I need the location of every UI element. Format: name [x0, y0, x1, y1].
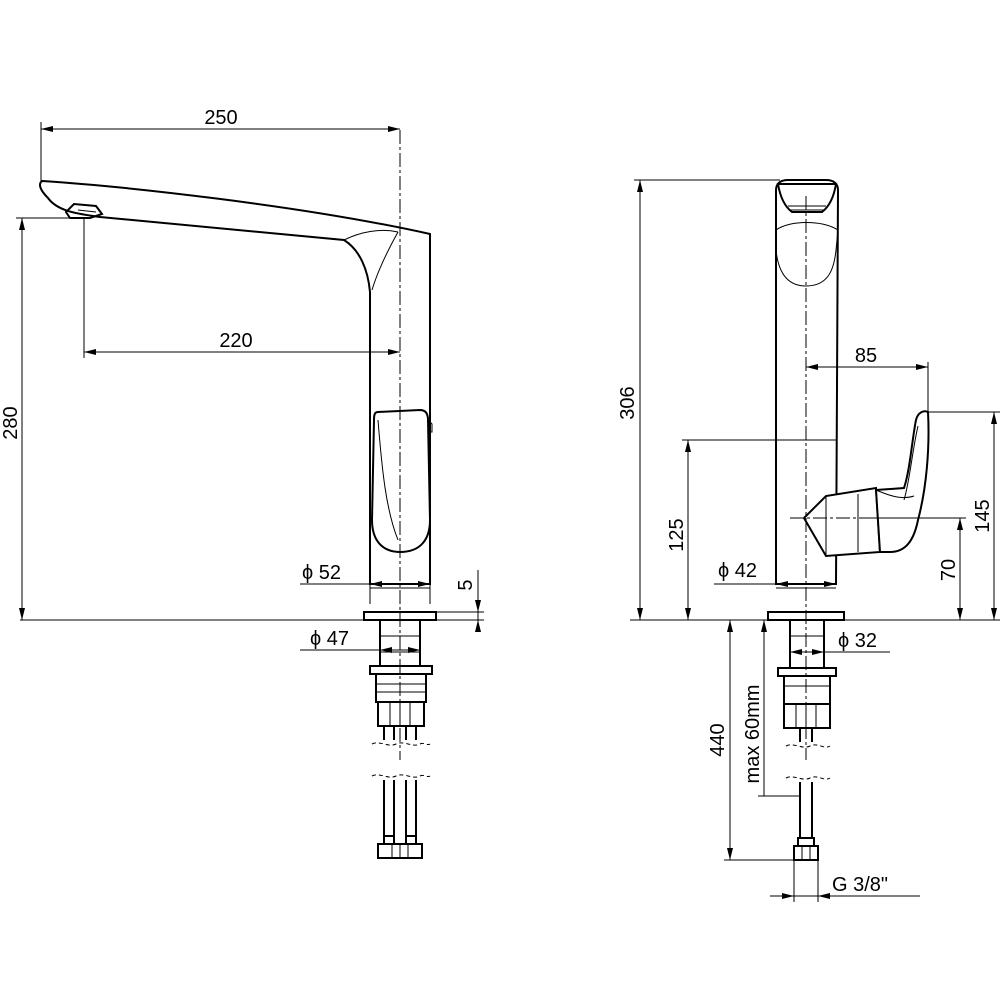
lever-side-handle [874, 410, 930, 553]
dim-height-left: 280 [0, 406, 22, 439]
dim-total-height: 306 [617, 386, 639, 419]
head-front-curve [775, 222, 839, 287]
dim-spout-reach: 220 [219, 330, 252, 352]
shank-right [789, 619, 825, 669]
dim-spout-length: 250 [204, 107, 237, 129]
nut-right [783, 703, 831, 729]
dim-body-diameter: ϕ 42 [718, 560, 757, 582]
nut-left [377, 701, 425, 727]
spout-outline [39, 179, 431, 585]
dim-shank-diameter: ϕ 32 [838, 630, 877, 652]
dim-flange-diameter: ϕ 47 [310, 628, 349, 650]
dim-lever-center-height: 125 [666, 518, 688, 551]
dim-hose-length: 440 [707, 723, 729, 756]
dim-base-diameter: ϕ 52 [302, 562, 341, 584]
spout-inner-curve [371, 231, 399, 291]
dim-lever-offset: 85 [855, 345, 877, 367]
head-cap [776, 183, 838, 213]
spout-underside [343, 229, 399, 241]
right-view: 306 85 125 145 70 ϕ 42 [617, 179, 1000, 902]
dim-base-thickness: 5 [455, 579, 477, 590]
hose-fitting-right [793, 845, 819, 861]
lever-side-cartridge [802, 486, 882, 558]
dim-lever-base-height: 70 [938, 559, 960, 581]
lever-front [370, 408, 432, 554]
dim-max-countertop: max 60mm [742, 685, 764, 784]
nut-washer-left [369, 665, 433, 675]
dim-lever-top-height: 145 [972, 499, 994, 532]
left-view: 250 220 280 ϕ 52 5 ϕ 47 [0, 107, 484, 859]
dim-connection-thread: G 3/8" [832, 874, 888, 896]
